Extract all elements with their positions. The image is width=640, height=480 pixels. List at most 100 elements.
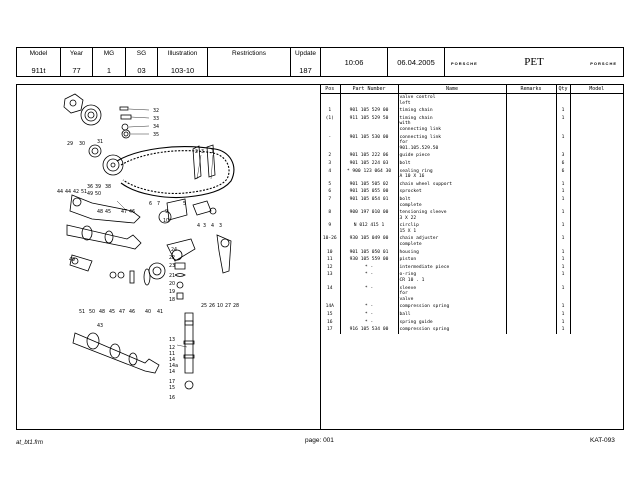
cell-qty: 1 bbox=[556, 256, 571, 264]
callout-51: 51 bbox=[81, 189, 87, 195]
callout-11: 11 bbox=[169, 351, 175, 357]
cell-model bbox=[570, 107, 623, 115]
callout-26: 26 bbox=[209, 303, 215, 309]
cell-pos: 8 bbox=[320, 209, 341, 223]
callout-25: 25 bbox=[201, 303, 207, 309]
cell-pn: N 012 415 1 bbox=[340, 222, 399, 236]
cell-model bbox=[570, 311, 623, 319]
callout-50: 50 bbox=[95, 191, 101, 197]
callout-9: 9 bbox=[165, 209, 168, 215]
cell-pn: 930 105 049 00 bbox=[340, 235, 399, 249]
cell-pos: 12 bbox=[320, 263, 341, 272]
cell-qty: 1 bbox=[556, 263, 571, 272]
exploded-parts-diagram[interactable]: 32 33 34 35 29 30 31 2 3 1 36 39 38 49 5… bbox=[17, 85, 321, 429]
parts-drawing: 32 33 34 35 29 30 31 2 3 1 36 39 38 49 5… bbox=[57, 93, 239, 401]
table-row[interactable]: valve control left bbox=[320, 93, 623, 108]
cell-pn: 901 105 055 00 bbox=[340, 188, 399, 196]
cell-name: sealing ring A 10 X 16 bbox=[398, 167, 507, 181]
header-bar: Model 911t Year 77 MG 1 SG 03 Illustrati… bbox=[16, 47, 624, 77]
callout-33: 33 bbox=[153, 116, 159, 122]
cell-model bbox=[570, 222, 623, 235]
cell-qty: 1 bbox=[556, 248, 571, 257]
callout-50b: 50 bbox=[89, 309, 95, 315]
cell-qty: 1 bbox=[556, 318, 571, 327]
cell-remarks bbox=[506, 209, 557, 223]
mg-value: 1 bbox=[106, 66, 112, 75]
cell-pn: 901 105 529 00 bbox=[340, 107, 399, 115]
year-cell: Year 77 bbox=[61, 48, 93, 76]
cell-name: valve control left bbox=[398, 93, 507, 108]
callout-15: 15 bbox=[169, 385, 175, 391]
callout-32: 32 bbox=[153, 108, 159, 114]
cell-pos: 1 bbox=[320, 107, 341, 115]
update-value: 187 bbox=[299, 66, 312, 75]
callout-6: 6 bbox=[149, 201, 152, 207]
callout-12: 12 bbox=[169, 345, 175, 351]
callout-19: 19 bbox=[169, 289, 175, 295]
sg-value: 03 bbox=[137, 66, 146, 75]
cell-model bbox=[570, 303, 623, 311]
cell-pn: * 900 123 064 30 bbox=[340, 167, 399, 181]
cell-remarks bbox=[506, 318, 557, 327]
cell-remarks bbox=[506, 235, 557, 249]
callout-45b: 45 bbox=[109, 309, 115, 315]
cell-model bbox=[570, 181, 623, 189]
rocker-arm-lower-part bbox=[69, 254, 93, 272]
cell-model bbox=[570, 256, 623, 264]
cell-pn: 901 105 054 01 bbox=[340, 195, 399, 210]
sg-label: SG bbox=[136, 50, 147, 57]
col-name: Name bbox=[398, 85, 507, 94]
cell-pn: 900 197 010 00 bbox=[340, 209, 399, 223]
col-remarks: Remarks bbox=[506, 85, 557, 94]
callout-34: 34 bbox=[153, 124, 159, 130]
callout-10: 10 bbox=[163, 218, 169, 224]
cell-pn: 901 105 530 00 bbox=[340, 133, 399, 153]
rocker-arm-upper-part bbox=[69, 194, 141, 224]
callout-45: 45 bbox=[105, 209, 111, 215]
cell-pos: 2 bbox=[320, 152, 341, 160]
timing-chain-part bbox=[116, 146, 235, 198]
cell-remarks bbox=[506, 311, 557, 319]
cell-qty bbox=[556, 93, 571, 108]
app-title: PET bbox=[524, 56, 544, 68]
cell-pn: * - bbox=[340, 303, 399, 311]
cell-model bbox=[570, 209, 623, 222]
time-value: 10:06 bbox=[344, 58, 364, 67]
update-label: Update bbox=[295, 50, 316, 57]
cell-pn: * - bbox=[340, 263, 399, 272]
cell-name: connecting link for 901.105.529.50 bbox=[398, 133, 507, 153]
cover-plate-part bbox=[63, 93, 84, 114]
callout-20: 20 bbox=[169, 281, 175, 287]
callout-24: 24 bbox=[171, 247, 177, 253]
camshaft-sprocket-part bbox=[102, 154, 124, 176]
cell-qty: 1 bbox=[556, 107, 571, 115]
table-header-row: Pos Part Number Name Remarks Qty Model bbox=[320, 85, 623, 94]
cell-remarks bbox=[506, 271, 557, 285]
cell-name: chain wheel support bbox=[398, 180, 507, 189]
cell-pn: * - bbox=[340, 284, 399, 304]
callout-14a: 14a bbox=[169, 363, 178, 369]
callout-46: 46 bbox=[129, 209, 135, 215]
cell-pos: 3 bbox=[320, 159, 341, 168]
